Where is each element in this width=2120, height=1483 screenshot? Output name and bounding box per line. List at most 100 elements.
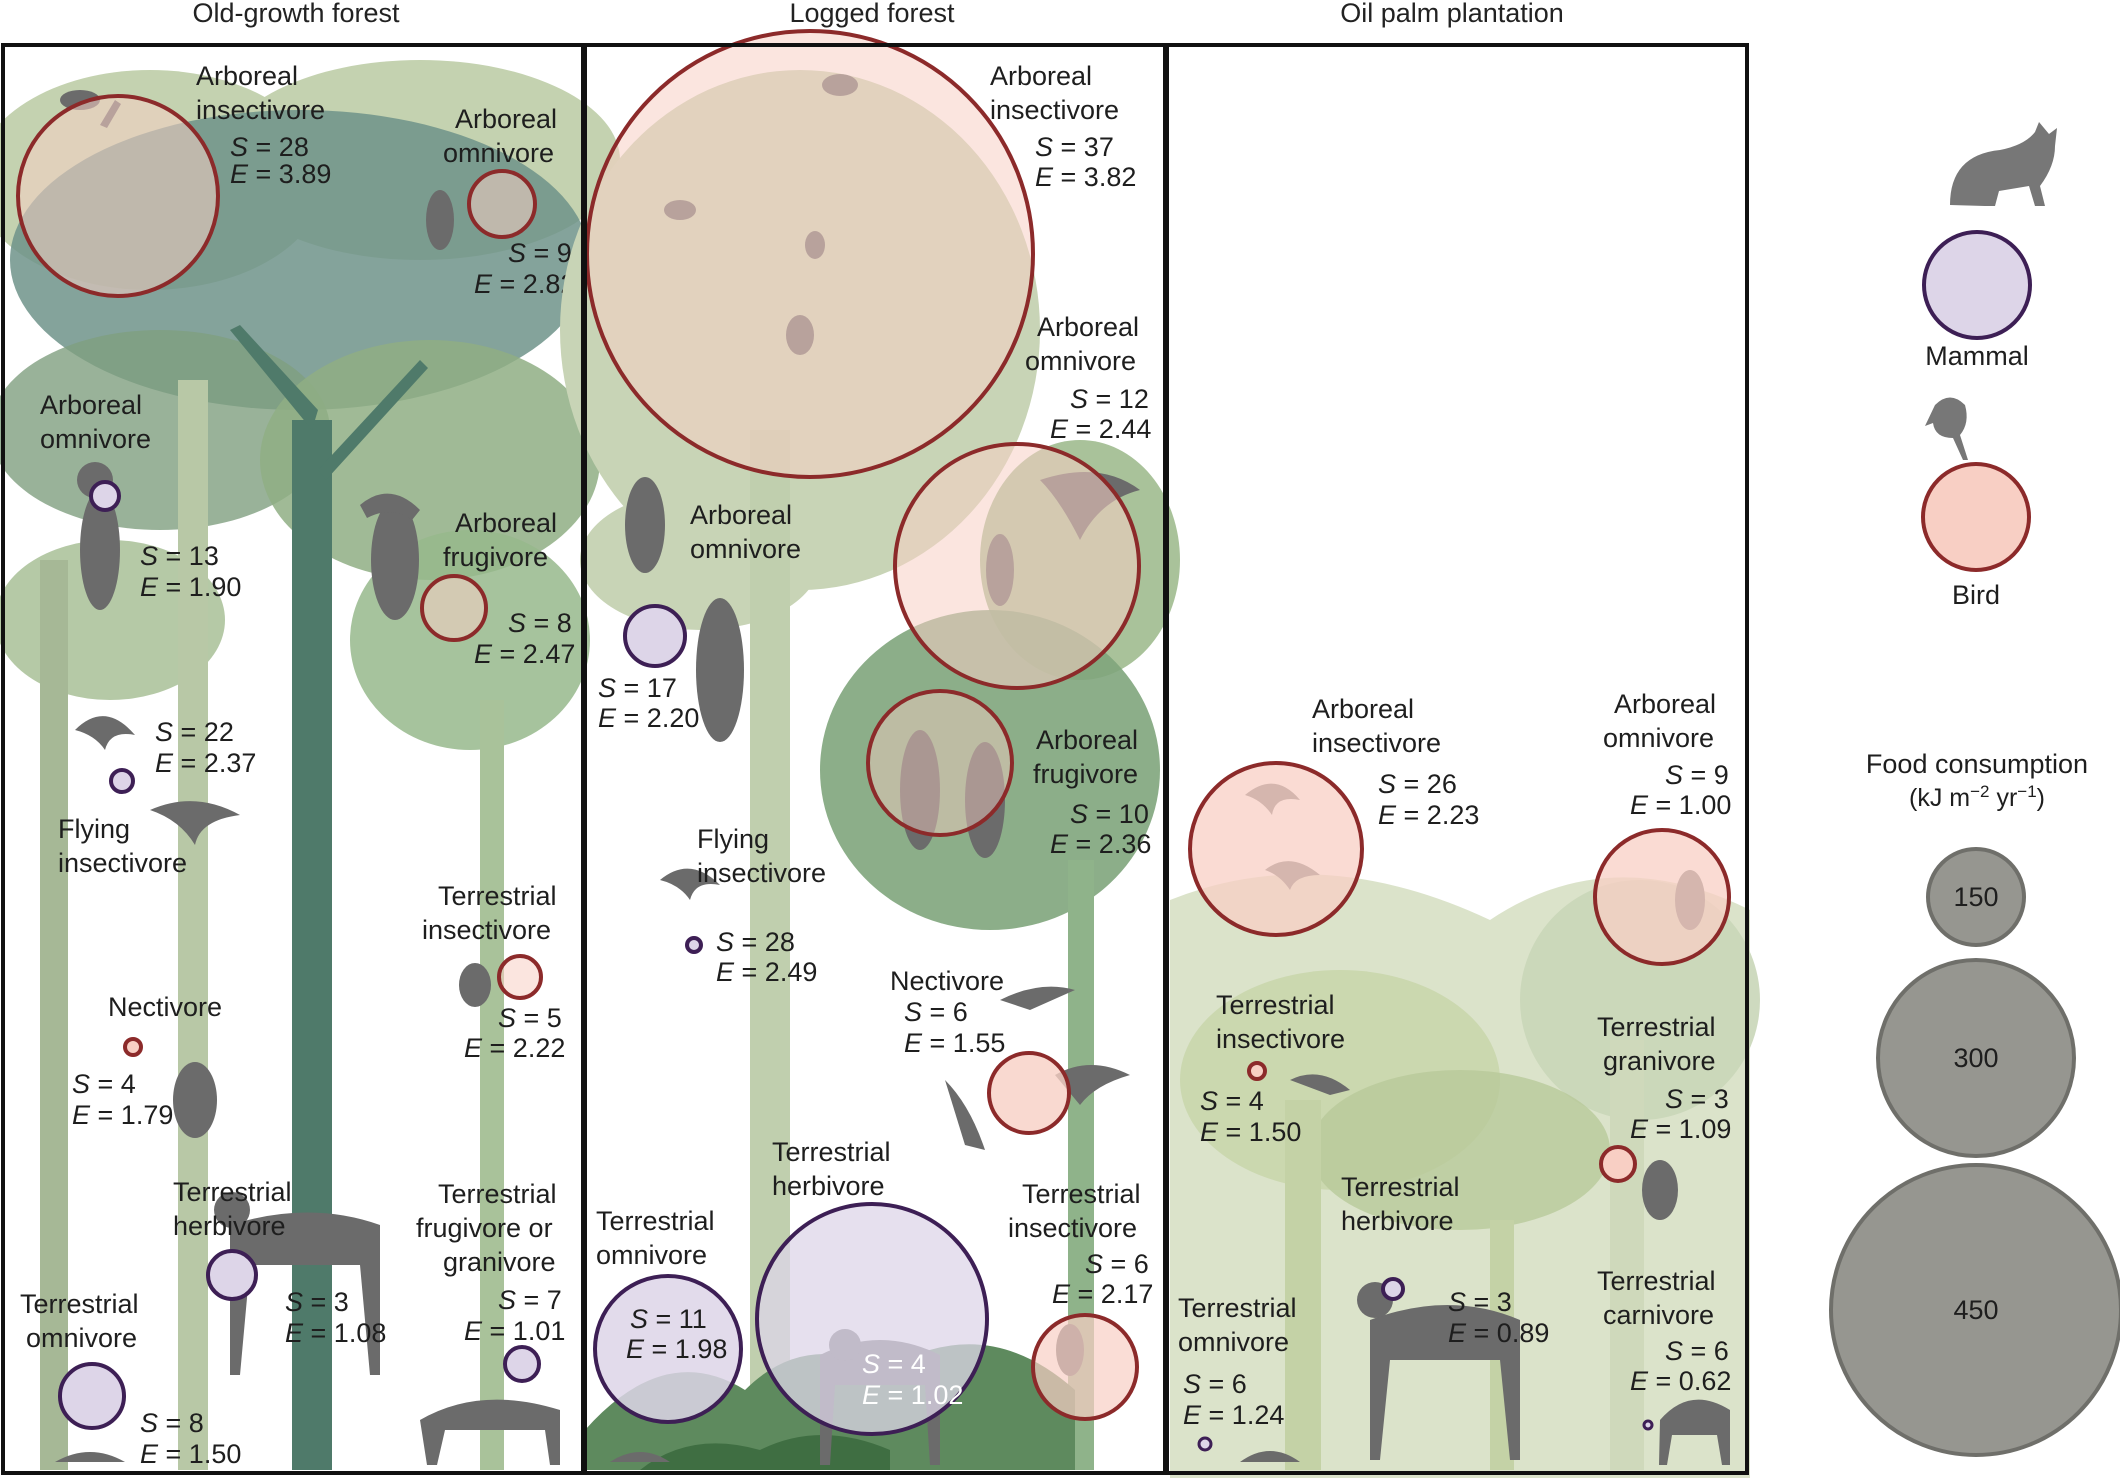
legend-size-value-large: 450	[1953, 1295, 1998, 1325]
bird-icon	[1925, 397, 1968, 460]
circle-arboreal-insectivore-bird	[1188, 761, 1364, 937]
svg-text:E = 1.50: E = 1.50	[1200, 1117, 1301, 1147]
svg-text:Nectivore: Nectivore	[108, 992, 222, 1022]
circle-arboreal-omnivore-bird	[893, 442, 1141, 690]
circle-arboreal-insectivore-bird	[16, 94, 220, 298]
circle-arboreal-frugivore-bird	[866, 689, 1014, 837]
circle-arboreal-insectivore-bird	[585, 29, 1035, 479]
svg-text:E = 2.82: E = 2.82	[474, 269, 575, 299]
svg-text:E = 1.02: E = 1.02	[862, 1380, 963, 1410]
circle-terrestrial-herbivore-mammal	[755, 1202, 989, 1436]
circle-terrestrial-omnivore-mammal	[1197, 1436, 1213, 1452]
circle-terrestrial-insectivore-bird	[497, 954, 543, 1000]
svg-text:S = 10: S = 10	[1070, 799, 1149, 829]
svg-text:S = 6: S = 6	[1183, 1369, 1247, 1399]
svg-text:S = 8: S = 8	[140, 1408, 204, 1438]
svg-text:E = 1.98: E = 1.98	[626, 1334, 727, 1364]
svg-text:E = 1.55: E = 1.55	[904, 1028, 1005, 1058]
circle-arboreal-omnivore-bird	[1593, 828, 1731, 966]
vegetation-oil-palm	[1170, 874, 1760, 1480]
circle-terrestrial-insectivore-bird	[1031, 1313, 1139, 1421]
group-label-nectivore: Nectivore S = 6 E = 1.55	[890, 966, 1005, 1058]
svg-text:S = 6: S = 6	[904, 997, 968, 1027]
legend-size-circle-small	[1926, 847, 2026, 947]
circle-arboreal-omnivore-bird	[467, 169, 537, 239]
panel-frame-oil-palm	[1165, 43, 1749, 1475]
circle-terrestrial-granivore-bird	[1599, 1145, 1637, 1183]
circle-arboreal-omnivore-mammal	[89, 480, 121, 512]
legend-size-unit: (kJ m−2 yr−1)	[1909, 782, 2045, 813]
svg-text:E = 3.89: E = 3.89	[230, 159, 331, 189]
circle-nectivore-bird	[123, 1037, 143, 1057]
legend-bird-label: Bird	[1952, 580, 2000, 610]
svg-text:S = 6: S = 6	[1085, 1249, 1149, 1279]
svg-text:S = 9: S = 9	[508, 238, 572, 268]
legend-size-value-medium: 300	[1953, 1043, 1998, 1073]
svg-text:E = 2.23: E = 2.23	[1378, 800, 1479, 830]
svg-text:E = 1.08: E = 1.08	[285, 1318, 386, 1348]
legend-size-title: Food consumption	[1866, 749, 2088, 779]
svg-text:E = 2.49: E = 2.49	[716, 957, 817, 987]
vegetation-old-growth	[0, 60, 620, 1470]
circle-arboreal-frugivore-bird	[420, 574, 488, 642]
svg-text:S = 7: S = 7	[498, 1285, 562, 1315]
svg-text:S = 22: S = 22	[155, 717, 234, 747]
circle-terrestrial-omnivore-mammal	[593, 1274, 743, 1424]
svg-text:S = 4: S = 4	[1200, 1086, 1264, 1116]
svg-text:E = 1.79: E = 1.79	[72, 1100, 173, 1130]
circles-logged	[585, 29, 1141, 1436]
legend-size-circle-large	[1829, 1163, 2120, 1457]
group-label-nectivore: Nectivore S = 4 E = 1.79	[72, 992, 222, 1130]
circle-flying-insectivore-mammal	[109, 768, 135, 794]
svg-text:S = 4: S = 4	[72, 1069, 136, 1099]
svg-text:S = 6: S = 6	[1665, 1336, 1729, 1366]
svg-text:S = 4: S = 4	[862, 1349, 926, 1379]
legend-mammal-swatch	[1922, 230, 2032, 340]
circle-nectivore-bird	[987, 1051, 1071, 1135]
svg-text:S = 28: S = 28	[716, 927, 795, 957]
svg-text:S = 17: S = 17	[598, 673, 677, 703]
legend: Mammal Bird Food consumption (kJ m−2 yr−…	[1829, 122, 2120, 1457]
svg-text:S = 9: S = 9	[1665, 760, 1729, 790]
legend-bird-swatch	[1921, 462, 2031, 572]
svg-text:S = 12: S = 12	[1070, 384, 1149, 414]
svg-text:E = 1.50: E = 1.50	[140, 1439, 241, 1469]
svg-text:S = 3: S = 3	[285, 1287, 349, 1317]
svg-text:S = 11: S = 11	[630, 1304, 707, 1334]
circle-flying-insectivore-mammal	[685, 936, 703, 954]
legend-mammal-label: Mammal	[1925, 341, 2029, 371]
svg-text:S = 26: S = 26	[1378, 769, 1457, 799]
circle-arboreal-omnivore-mammal	[623, 604, 687, 668]
svg-text:E = 1.09: E = 1.09	[1630, 1114, 1731, 1144]
svg-text:E = 0.89: E = 0.89	[1448, 1318, 1549, 1348]
circles-oil-palm	[1188, 761, 1731, 1452]
